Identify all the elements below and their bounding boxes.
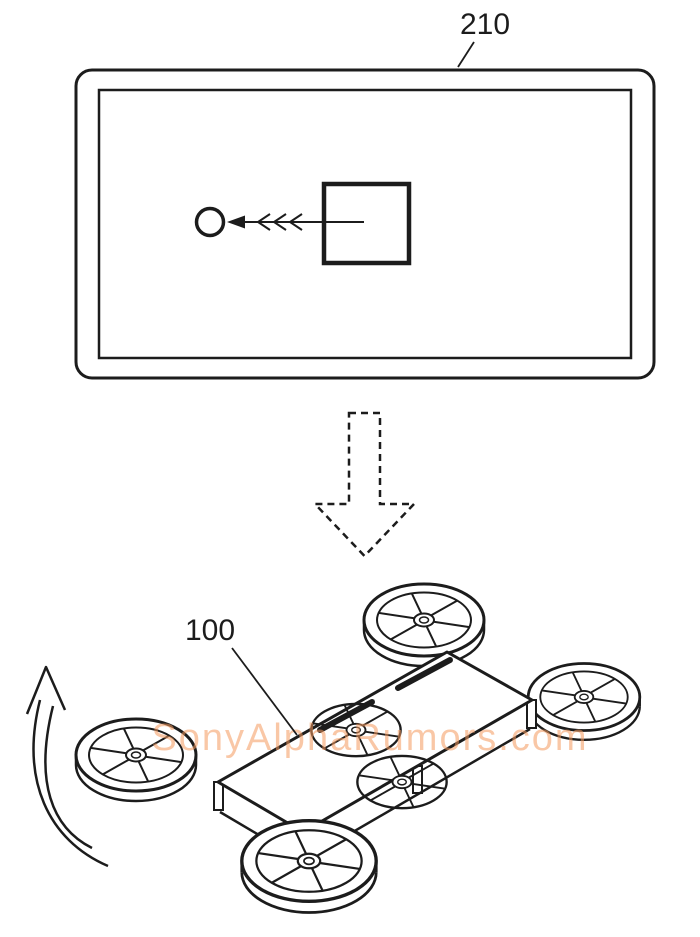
command-square-icon [321, 181, 412, 266]
drone-reference-number: 100 [185, 614, 235, 647]
label-100: 100 [185, 614, 298, 736]
screen-outer-frame [74, 68, 656, 380]
rotor-rear-icon [362, 582, 486, 668]
watermark-text: SonyAlphaRumors.com [151, 717, 588, 759]
target-circle-icon [194, 206, 226, 238]
screen-inner-frame [97, 88, 633, 360]
rotor-front-icon [240, 818, 378, 915]
rotation-arrow-icon [25, 665, 109, 868]
flow-down-arrow-icon [312, 411, 417, 558]
drone-body-plate [216, 650, 534, 834]
label-210: 210 [457, 8, 510, 68]
tracking-arrow-icon [227, 213, 364, 231]
label-210-leader-line [457, 41, 475, 68]
drone [74, 582, 642, 915]
screen-panel [74, 68, 656, 380]
label-100-leader-line [231, 647, 298, 736]
screen-reference-number: 210 [460, 8, 510, 41]
